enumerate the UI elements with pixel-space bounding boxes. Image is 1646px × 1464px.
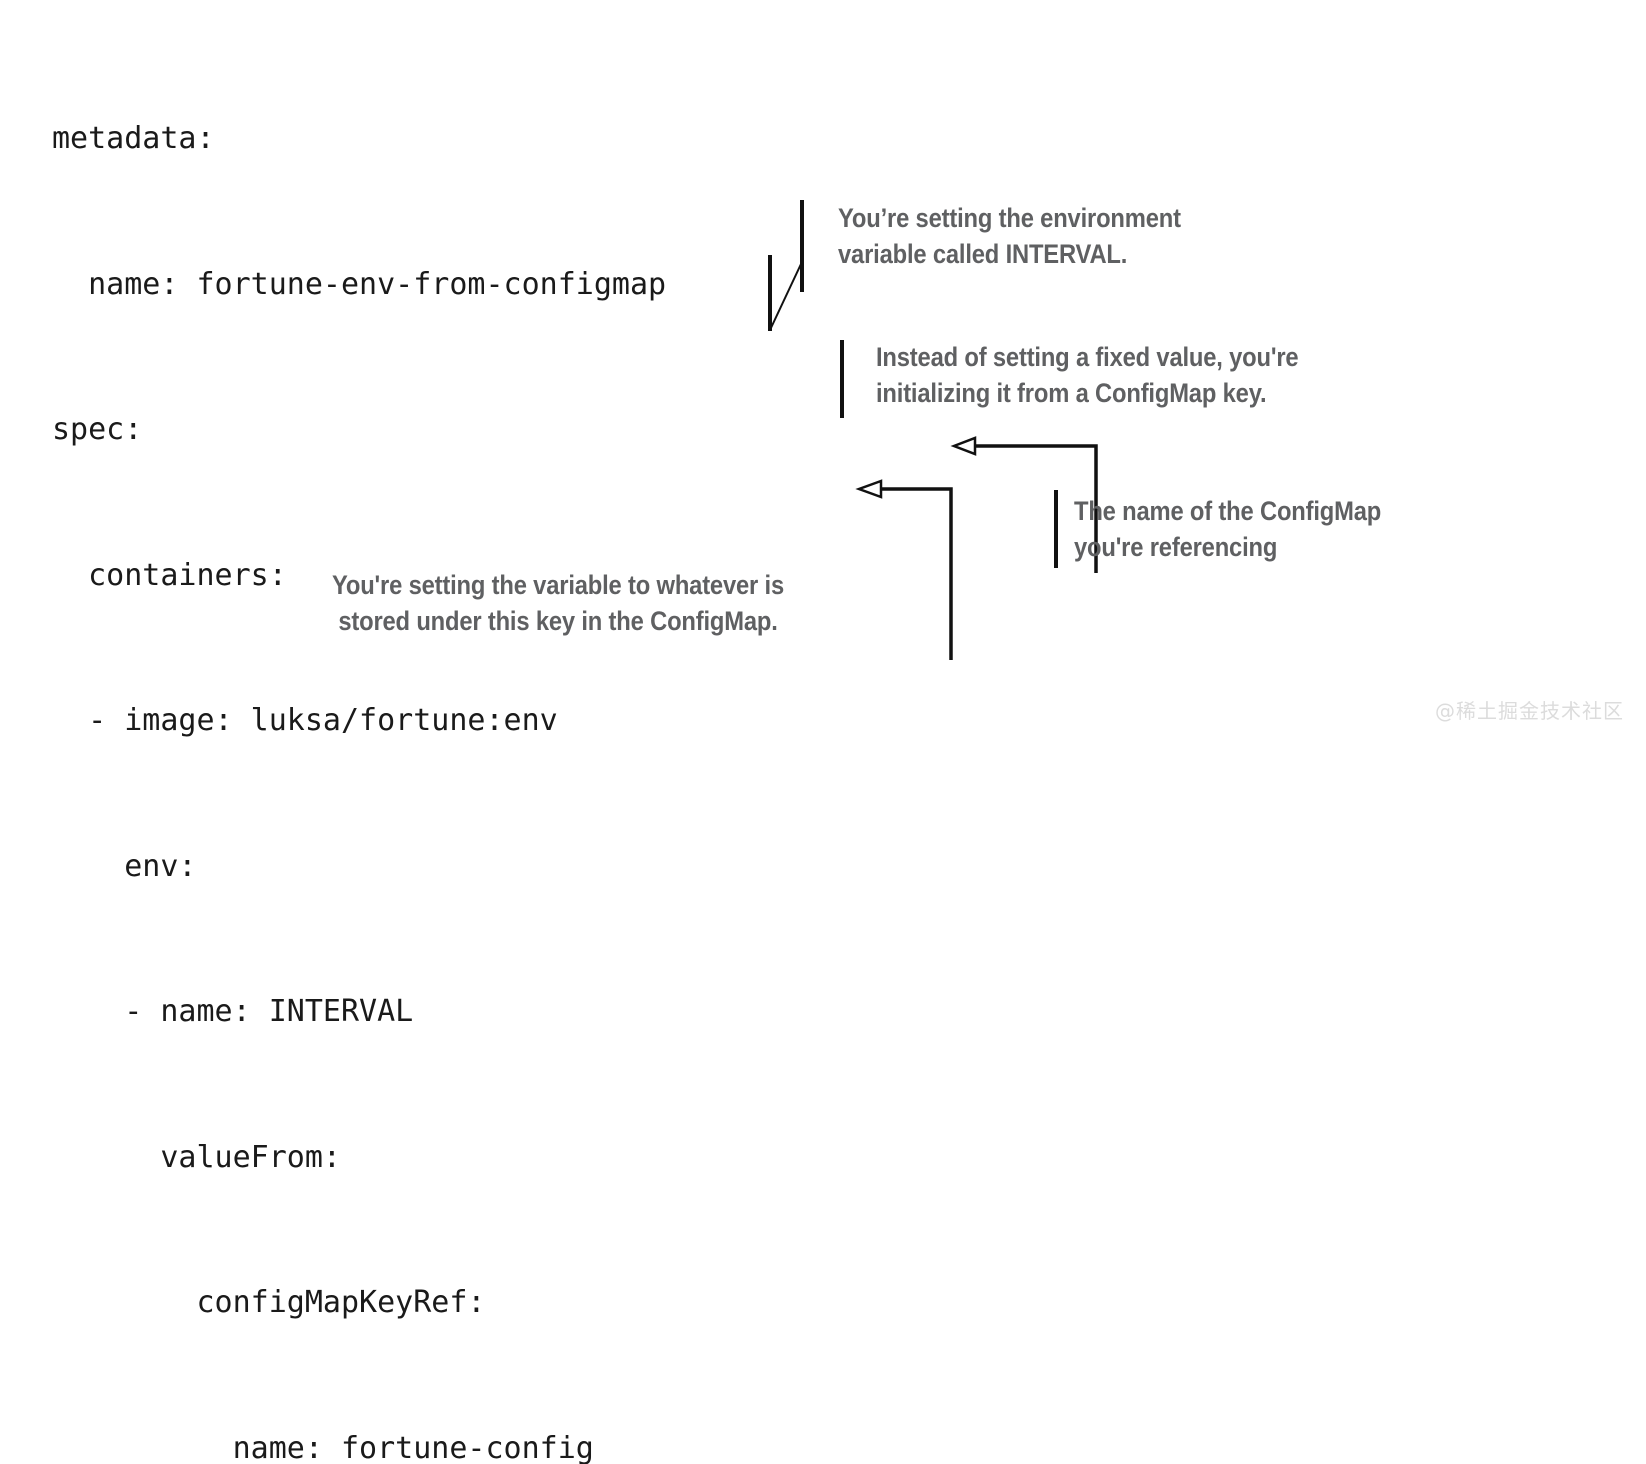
yaml-code-block: metadata: name: fortune-env-from-configm… <box>52 18 666 1464</box>
annotation-variable-key: You're setting the variable to whatever … <box>271 567 845 639</box>
bracket-bar-configmap-name <box>1054 490 1058 568</box>
code-line: name: fortune-config <box>52 1425 666 1464</box>
annotation-interval: You’re setting the environment variable … <box>838 200 1331 272</box>
elbow-arrow-variable-key-shaft <box>881 489 951 660</box>
code-line: - name: INTERVAL <box>52 988 666 1037</box>
code-line: env: <box>52 843 666 892</box>
diagonal-interval <box>770 264 801 330</box>
watermark: @稀土掘金技术社区 <box>1435 695 1624 724</box>
bracket-bar-interval-right <box>800 200 804 292</box>
annotation-configmap-name: The name of the ConfigMap you're referen… <box>1074 493 1514 565</box>
code-line: configMapKeyRef: <box>52 1279 666 1328</box>
annotation-fixed-value: Instead of setting a fixed value, you're… <box>876 339 1474 411</box>
code-line: valueFrom: <box>52 1134 666 1183</box>
elbow-arrow-variable-key-head <box>859 481 881 497</box>
code-line: - image: luksa/fortune:env <box>52 697 666 746</box>
code-line: spec: <box>52 406 666 455</box>
code-line: metadata: <box>52 115 666 164</box>
bracket-bar-interval-left <box>768 255 772 331</box>
elbow-arrow-configmap-name-head <box>954 438 975 454</box>
bracket-bar-fixed-value <box>840 340 844 418</box>
slide-canvas: metadata: name: fortune-env-from-configm… <box>0 0 1646 732</box>
code-line: name: fortune-env-from-configmap <box>52 261 666 310</box>
